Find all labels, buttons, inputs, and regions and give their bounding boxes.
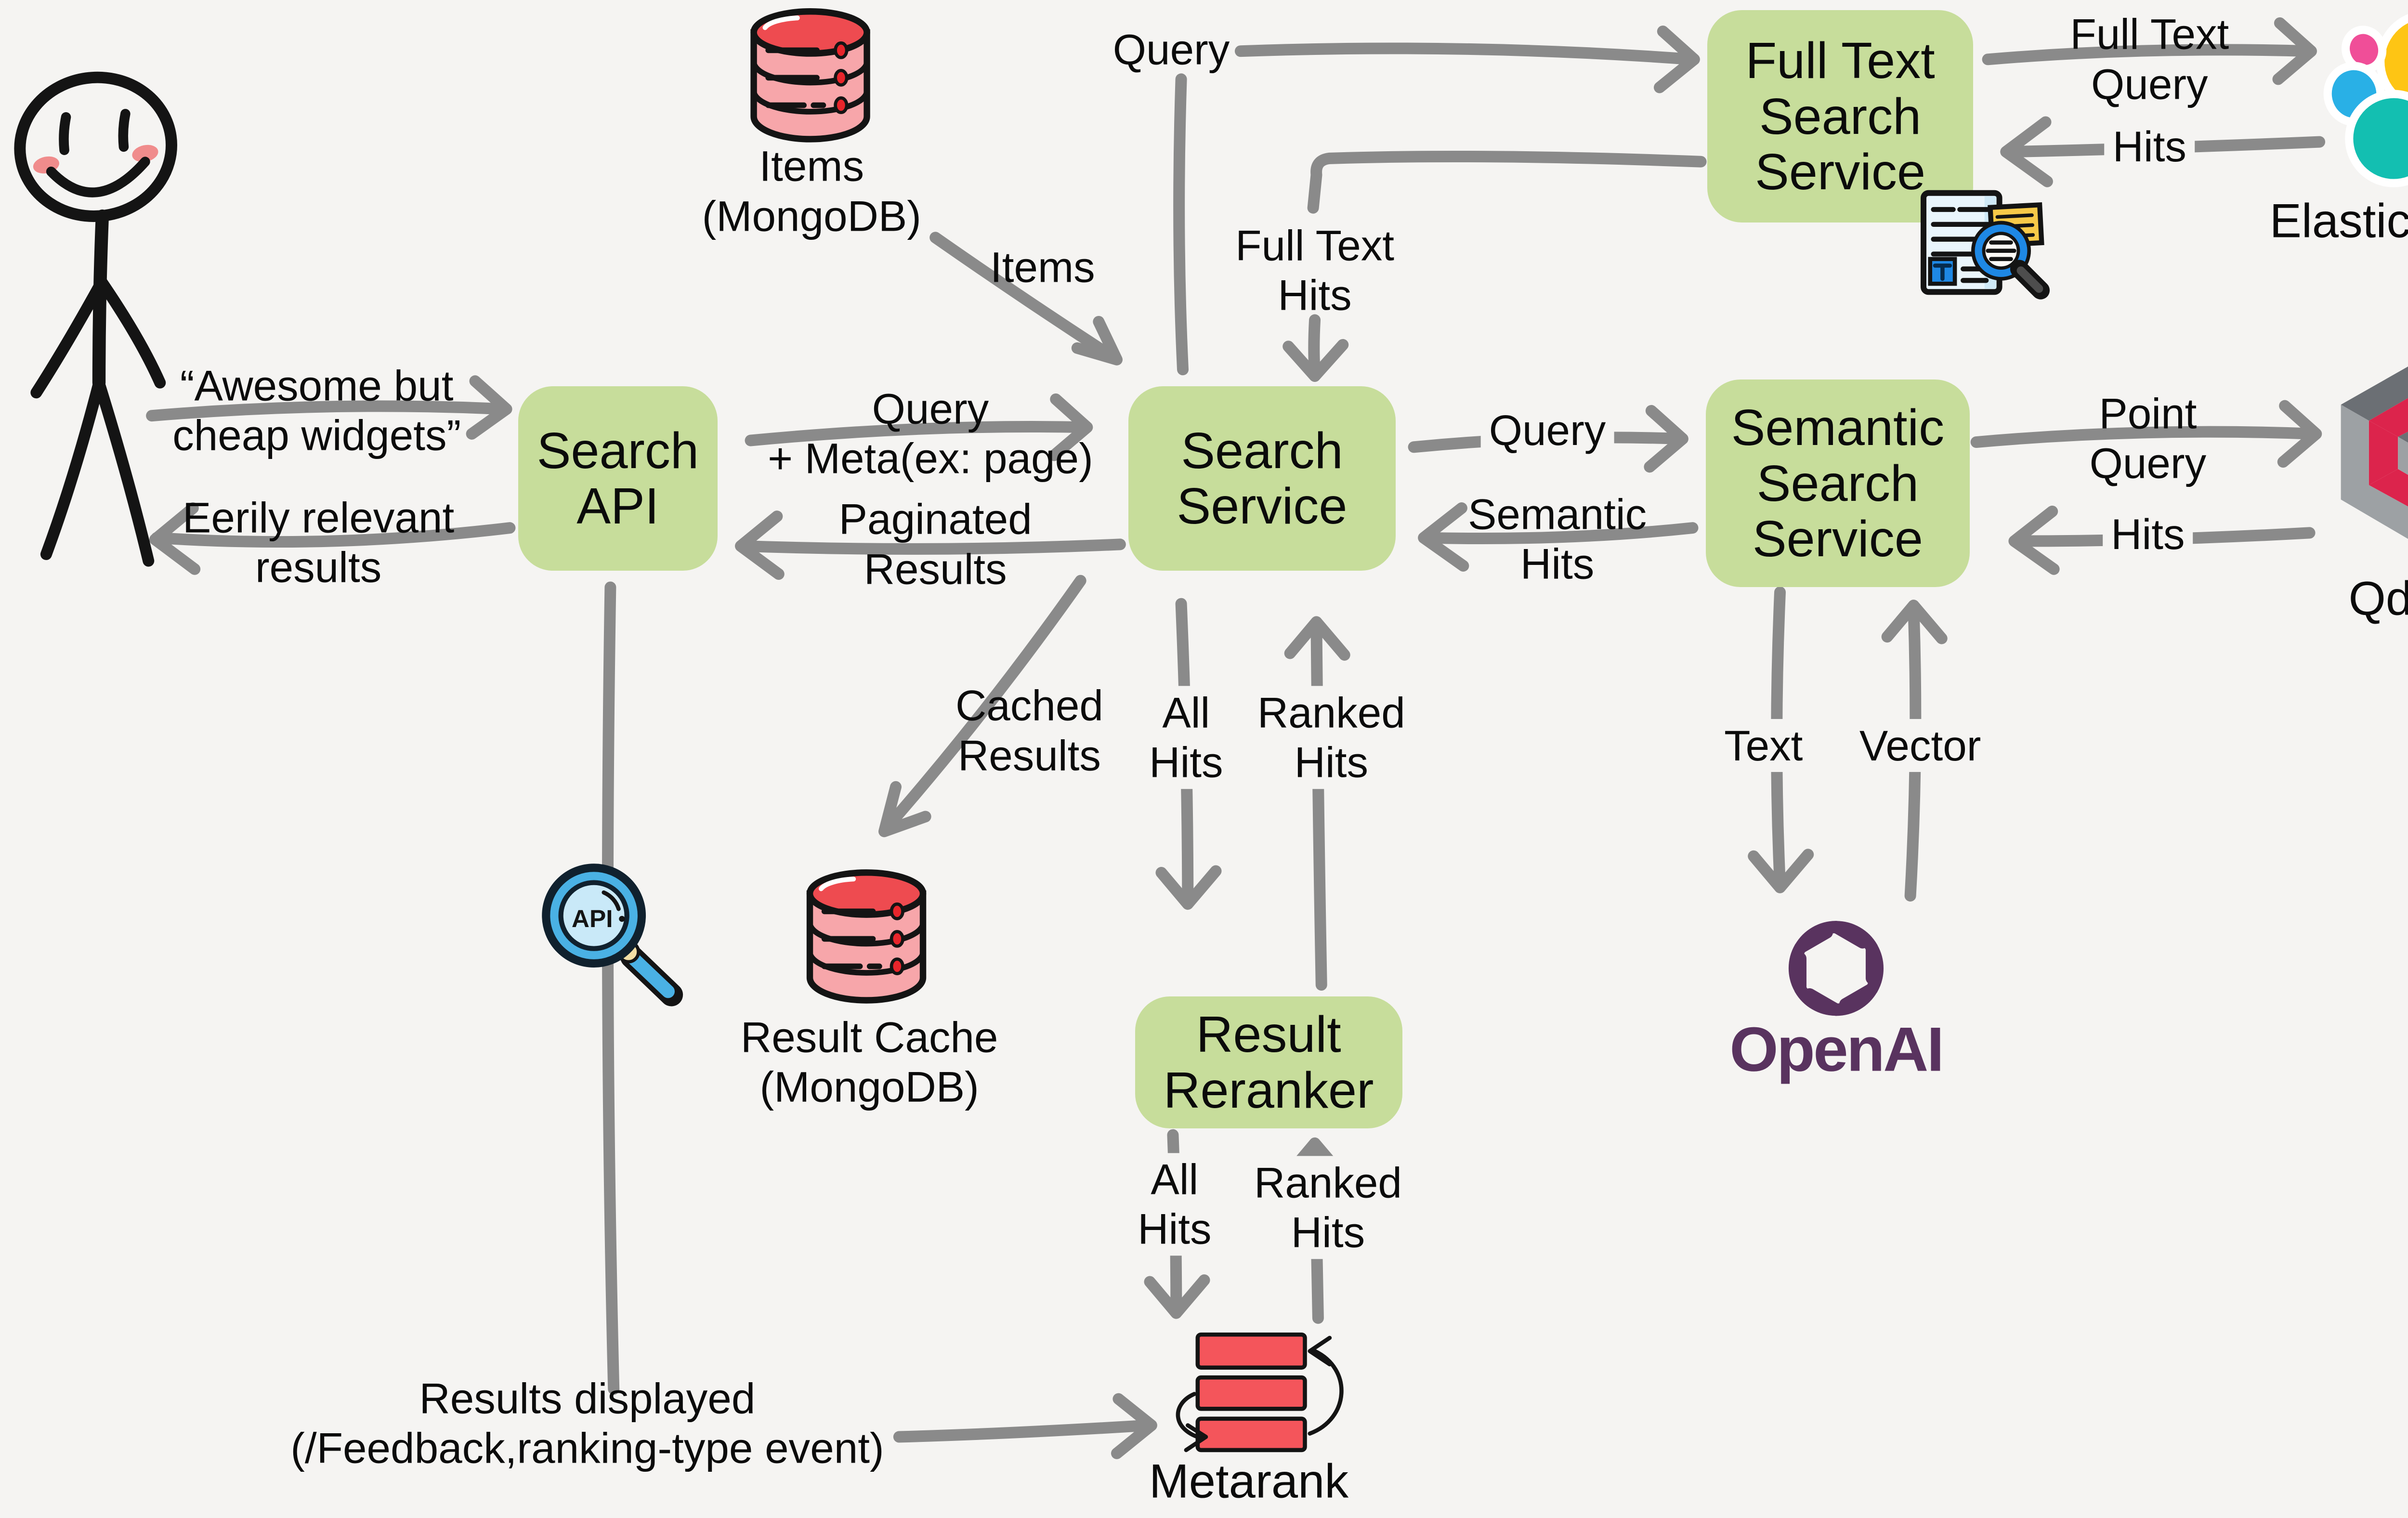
node-full-text-search-service: Full Text Search Service <box>1707 10 1973 223</box>
label-results-displayed: Results displayed (/Feedback,ranking-typ… <box>290 1374 884 1473</box>
user-icon <box>14 71 177 567</box>
line-api-feedback <box>602 581 620 1395</box>
arrow-paginated-results <box>735 510 1126 580</box>
label-query-meta: Query + Meta(ex: page) <box>768 384 1093 483</box>
arrow-full-text-hits <box>1283 151 1707 382</box>
arrow-full-text-query <box>1982 17 2317 85</box>
label-user-query: “Awesome but cheap widgets” <box>172 361 461 459</box>
label-semantic-hits: Semantic Hits <box>1467 490 1647 589</box>
label-vector: Vector <box>1851 719 1989 772</box>
label-all-hits-top: All Hits <box>1141 686 1231 789</box>
node-search-service: Search Service <box>1128 386 1396 571</box>
elasticsearch-logo <box>2323 11 2408 187</box>
label-result-cache: Result Cache (MongoDB) <box>740 1013 998 1111</box>
label-query-semantic: Query <box>1480 404 1614 458</box>
arrow-query-to-full-text-search <box>1234 26 1700 93</box>
line-query-top <box>1173 73 1189 376</box>
arrow-query-meta <box>745 393 1093 461</box>
label-full-text-hits: Full Text Hits <box>1235 221 1394 319</box>
label-ranked-hits-top: Ranked Hits <box>1249 686 1413 789</box>
label-user-results: Eerily relevant results <box>182 493 455 591</box>
result-cache-mongodb-icon <box>810 873 923 1000</box>
label-cached-results: Cached Results <box>955 681 1103 780</box>
label-hits-elastic: Hits <box>2104 120 2195 173</box>
arrow-ranked-hits-top <box>1284 616 1350 991</box>
arrow-point-query <box>1970 400 2322 468</box>
node-search-api: Search API <box>518 386 718 571</box>
arrow-semantic-hits <box>1418 502 1699 572</box>
label-qdrant: Qdrant <box>2348 572 2408 626</box>
arrow-user-query <box>146 375 512 440</box>
arrow-items-to-search-service <box>929 232 1123 366</box>
node-result-reranker: Result Reranker <box>1135 996 1402 1128</box>
items-mongodb-icon <box>754 12 867 139</box>
arrow-cached-results <box>878 575 1086 838</box>
label-query-top: Query <box>1112 25 1230 74</box>
label-items-db: Items (MongoDB) <box>702 142 921 240</box>
qdrant-logo <box>2341 366 2408 539</box>
label-metarank: Metarank <box>1149 1454 1349 1508</box>
label-openai: OpenAI <box>1729 1014 1944 1085</box>
label-hits-qdrant: Hits <box>2103 508 2193 561</box>
label-items-edge: Items <box>990 243 1095 291</box>
node-semantic-search-service: Semantic Search Service <box>1705 379 1970 588</box>
arrow-results-to-user <box>149 502 516 575</box>
label-paginated-results: Paginated Results <box>838 495 1032 593</box>
label-elasticsearch: Elasticsearch <box>2269 194 2408 248</box>
metarank-icon <box>1176 1332 1344 1453</box>
api-icon: API <box>542 864 683 1007</box>
label-full-text-query: Full Text Query <box>2070 10 2229 108</box>
document-search-icon <box>1921 190 2050 300</box>
label-ranked-hits-bottom: Ranked Hits <box>1245 1156 1411 1259</box>
label-point-query: Point Query <box>2089 389 2207 488</box>
arrow-results-to-metarank <box>893 1393 1157 1459</box>
api-icon-label: API <box>572 904 613 932</box>
openai-logo <box>1788 921 1884 1016</box>
label-text: Text <box>1715 719 1811 772</box>
label-all-hits-bottom: All Hits <box>1129 1152 1220 1256</box>
